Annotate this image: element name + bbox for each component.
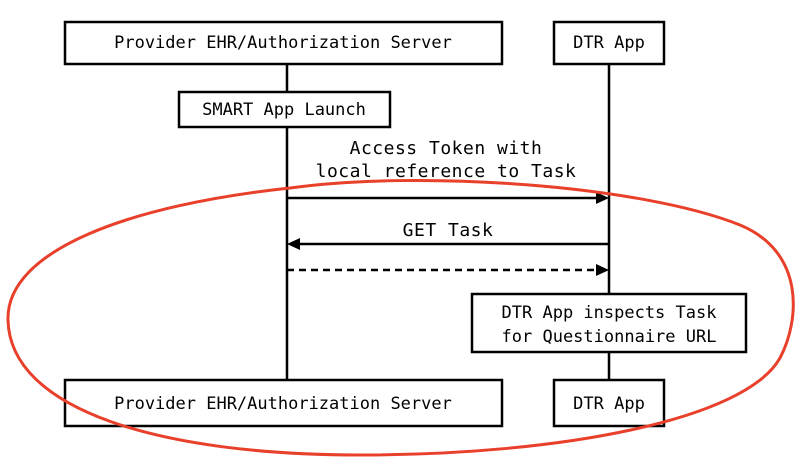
dtr-participant-bottom: DTR App (552, 378, 666, 428)
smart-app-launch-box: SMART App Launch (177, 90, 392, 129)
get-task-arrow (287, 238, 609, 250)
access-token-label-line2: local reference to Task (316, 161, 577, 182)
task-response-arrow (287, 264, 609, 276)
get-task-label: GET Task (403, 220, 494, 241)
dtr-participant-bottom-label: DTR App (573, 394, 645, 414)
smart-app-launch-label: SMART App Launch (202, 100, 366, 120)
inspect-task-note-line1: DTR App inspects Task (502, 303, 717, 323)
dtr-participant-top: DTR App (552, 20, 666, 66)
ehr-participant-bottom-label: Provider EHR/Authorization Server (114, 394, 452, 414)
inspect-task-note-line2: for Questionnaire URL (502, 327, 717, 347)
ehr-participant-top: Provider EHR/Authorization Server (63, 20, 504, 66)
access-token-label-line1: Access Token with (350, 138, 543, 159)
ehr-participant-top-label: Provider EHR/Authorization Server (114, 33, 452, 53)
inspect-task-note: DTR App inspects Task for Questionnaire … (470, 292, 748, 354)
access-token-arrow (287, 192, 609, 204)
dtr-participant-top-label: DTR App (573, 33, 645, 53)
highlight-ellipse (6, 178, 795, 457)
ehr-participant-bottom: Provider EHR/Authorization Server (63, 378, 504, 428)
